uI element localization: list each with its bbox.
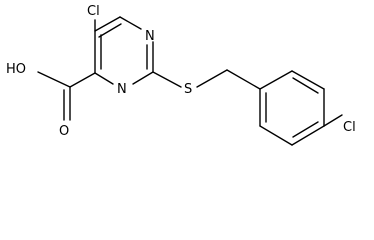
atom-hydroxyl: HO — [6, 62, 26, 77]
bond-ar5-ar6 — [259, 125, 293, 146]
bond-c2-s — [152, 71, 182, 88]
atom-n-bottom: N — [117, 82, 127, 97]
bond-c-oh — [37, 71, 71, 88]
bond-ar4-ar5 — [291, 125, 325, 146]
bond-ar2-ar3-inner — [292, 77, 319, 94]
atom-n-top: N — [145, 29, 155, 44]
atom-sulfur: S — [184, 82, 192, 97]
bond-ch2-ring — [226, 69, 261, 90]
bond-ar1-ar2 — [259, 70, 293, 90]
bond-ar4-cl — [323, 114, 343, 127]
bond-ar4-ar5-inner — [292, 121, 319, 138]
atom-oxygen: O — [59, 124, 69, 139]
chemical-structure: Cl N N S HO O Cl — [6, 4, 356, 146]
bond-c2-n3 — [132, 71, 154, 85]
bond-s-ch2 — [196, 69, 228, 88]
bond-c5-c6-inner — [98, 23, 122, 38]
bond-c6-n1 — [119, 16, 142, 30]
bond-n3-c4 — [94, 72, 114, 85]
bonds — [37, 16, 343, 146]
atom-cl-top: Cl — [87, 4, 100, 19]
atom-cl-right: Cl — [343, 120, 356, 135]
bond-ar2-ar3 — [291, 70, 325, 90]
atom-labels: Cl N N S HO O Cl — [6, 4, 356, 139]
bond-c5-c6 — [94, 16, 121, 32]
bond-c4-carboxyl — [69, 72, 96, 88]
